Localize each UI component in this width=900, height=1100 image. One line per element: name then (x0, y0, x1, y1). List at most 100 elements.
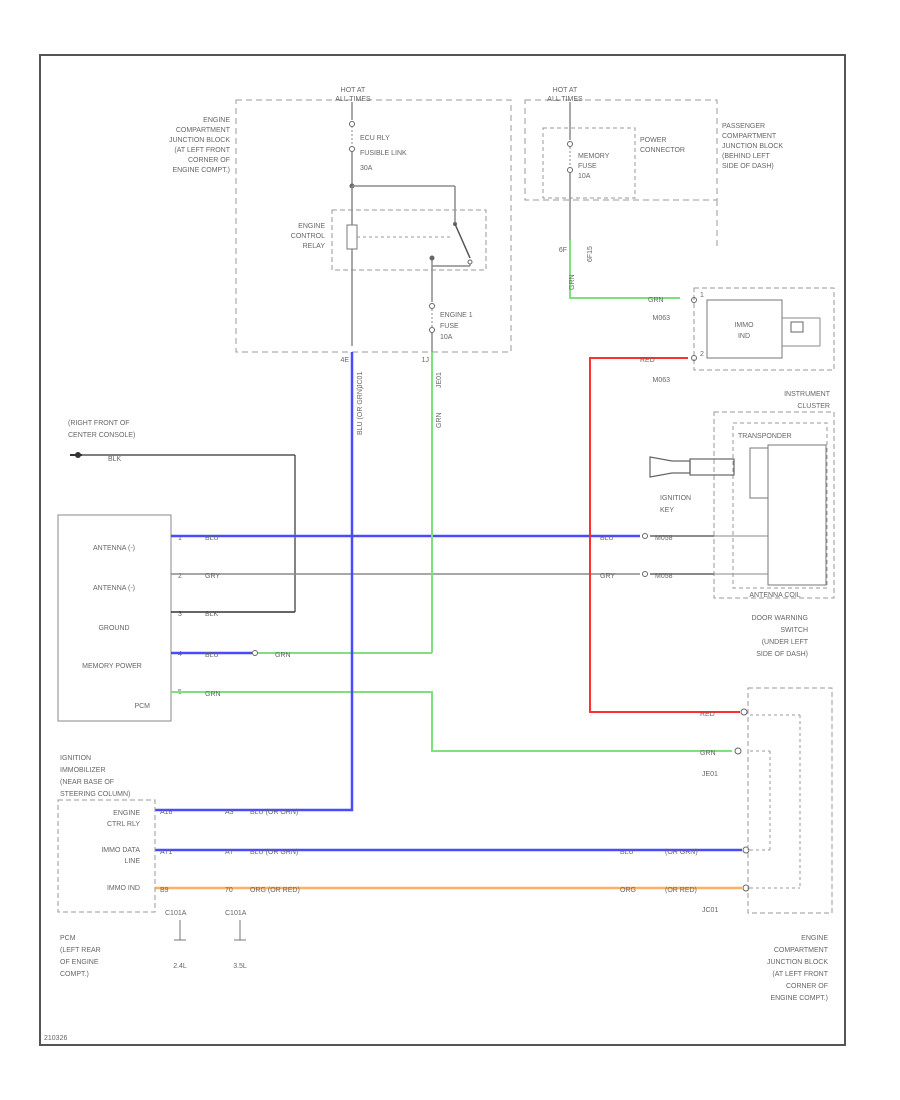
svg-text:C101A: C101A (165, 910, 187, 917)
immo-indicator: IMMO IND 1 2 M063 M063 (652, 287, 835, 384)
svg-text:ALL TIMES: ALL TIMES (547, 96, 583, 103)
svg-text:HOT AT: HOT AT (553, 87, 578, 94)
svg-text:(RIGHT FRONT OF: (RIGHT FRONT OF (68, 420, 130, 427)
svg-text:3.5L: 3.5L (233, 963, 247, 970)
svg-text:COMPARTMENT: COMPARTMENT (722, 133, 777, 140)
power-connector-box (542, 127, 636, 199)
svg-text:JC01: JC01 (702, 907, 718, 914)
svg-text:JUNCTION BLOCK: JUNCTION BLOCK (169, 137, 230, 144)
svg-text:(OR GRN): (OR GRN) (665, 849, 698, 856)
fuse-terminal-top (429, 303, 435, 309)
wire-immo-ind: RED RED (589, 357, 748, 718)
wire-immo-ind-pcm: ORG (OR RED) ORG (OR RED) (155, 884, 750, 894)
wire-immo-data: BLU (OR GRN) BLU (OR GRN) (155, 846, 750, 856)
svg-text:ENGINE: ENGINE (801, 935, 828, 942)
svg-text:JE01: JE01 (702, 771, 718, 778)
svg-text:ORG: ORG (620, 887, 636, 894)
svg-text:(NEAR BASE OF: (NEAR BASE OF (60, 779, 114, 786)
svg-text:FUSE: FUSE (440, 323, 459, 330)
svg-text:ENGINE: ENGINE (298, 223, 325, 230)
svg-text:BLU: BLU (620, 849, 634, 856)
svg-text:(BEHIND LEFT: (BEHIND LEFT (722, 153, 771, 160)
svg-text:M058: M058 (655, 535, 673, 542)
svg-text:JUNCTION BLOCK: JUNCTION BLOCK (767, 959, 828, 966)
svg-text:CORNER OF: CORNER OF (188, 157, 230, 164)
pcm: ENGINE CTRL RLY IMMO DATA LINE IMMO IND … (57, 799, 247, 978)
svg-text:CENTER CONSOLE): CENTER CONSOLE) (68, 432, 135, 439)
svg-text:RED: RED (700, 711, 715, 718)
svg-text:ORG (OR RED): ORG (OR RED) (250, 887, 300, 894)
svg-text:6F15: 6F15 (587, 246, 594, 262)
svg-text:ECU RLY: ECU RLY (360, 135, 390, 142)
svg-text:2: 2 (700, 351, 704, 358)
ignition-immobilizer: ANTENNA (-) ANTENNA (-) GROUND MEMORY PO… (57, 514, 182, 798)
svg-text:TRANSPONDER: TRANSPONDER (738, 433, 792, 440)
engine-junction-block-bottom: JE01 JC01 ENGINE COMPARTMENT JUNCTION BL… (702, 687, 833, 1002)
svg-text:PCM: PCM (134, 703, 150, 710)
svg-text:FUSIBLE LINK: FUSIBLE LINK (360, 150, 407, 157)
svg-text:GRY: GRY (205, 573, 220, 580)
svg-text:SIDE OF DASH): SIDE OF DASH) (722, 163, 774, 170)
svg-text:RED: RED (640, 357, 655, 364)
svg-text:10A: 10A (440, 334, 453, 341)
svg-text:BLK: BLK (108, 456, 122, 463)
svg-text:1: 1 (700, 292, 704, 299)
svg-text:10A: 10A (578, 173, 591, 180)
svg-text:LINE: LINE (124, 858, 140, 865)
svg-text:30A: 30A (360, 165, 373, 172)
svg-text:GRN: GRN (700, 750, 716, 757)
fusible-link-terminal-top (349, 121, 355, 127)
svg-text:POWER: POWER (640, 137, 666, 144)
fuse-terminal-bottom (429, 327, 435, 333)
svg-text:JE01: JE01 (436, 372, 443, 388)
svg-text:A3: A3 (225, 809, 234, 816)
svg-text:GROUND: GROUND (98, 625, 129, 632)
svg-text:BLU (OR GRN): BLU (OR GRN) (250, 849, 298, 856)
svg-text:ANTENNA COIL: ANTENNA COIL (749, 592, 800, 599)
svg-text:2.4L: 2.4L (173, 963, 187, 970)
svg-text:ENGINE 1: ENGINE 1 (440, 312, 473, 319)
diagram-frame (39, 54, 846, 1046)
svg-text:IGNITION: IGNITION (60, 755, 91, 762)
svg-text:MEMORY: MEMORY (578, 153, 610, 160)
passenger-junction-block: HOT AT ALL TIMES MEMORY FUSE 10A POWER C… (524, 87, 783, 262)
svg-text:BLU: BLU (205, 652, 219, 659)
svg-text:BLK: BLK (205, 611, 219, 618)
svg-text:B9: B9 (160, 887, 169, 894)
engine-control-relay (331, 209, 487, 271)
svg-text:JC01: JC01 (357, 372, 364, 388)
svg-text:COMPARTMENT: COMPARTMENT (774, 947, 829, 954)
svg-text:C101A: C101A (225, 910, 247, 917)
svg-text:PASSENGER: PASSENGER (722, 123, 765, 130)
svg-text:IGNITION: IGNITION (660, 495, 691, 502)
svg-text:MEMORY POWER: MEMORY POWER (82, 663, 142, 670)
svg-text:OF ENGINE: OF ENGINE (60, 959, 99, 966)
ignition-key-icon (649, 456, 691, 478)
svg-text:CONNECTOR: CONNECTOR (640, 147, 685, 154)
svg-text:BLU (OR ORN): BLU (OR ORN) (250, 809, 298, 816)
svg-text:BLU: BLU (600, 535, 614, 542)
svg-text:1: 1 (178, 535, 182, 542)
svg-text:4E: 4E (340, 357, 349, 364)
fusible-link-terminal-bottom (349, 146, 355, 152)
svg-text:ENGINE: ENGINE (203, 117, 230, 124)
svg-text:GRN: GRN (569, 274, 576, 290)
footer-code: 210326 (44, 1035, 67, 1042)
svg-text:INSTRUMENT: INSTRUMENT (784, 391, 831, 398)
wire-memory-fuse: GRN GRN (569, 240, 680, 304)
svg-text:6F: 6F (559, 247, 567, 254)
wire-pcm: GRN GRN (171, 691, 742, 757)
svg-text:KEY: KEY (660, 507, 674, 514)
svg-text:(OR RED): (OR RED) (665, 887, 697, 894)
svg-text:1J: 1J (422, 357, 429, 364)
svg-text:GRN: GRN (436, 412, 443, 428)
ground-point: (RIGHT FRONT OF CENTER CONSOLE) BLK (68, 420, 296, 612)
svg-text:GRN: GRN (648, 297, 664, 304)
svg-text:RELAY: RELAY (303, 243, 326, 250)
svg-text:M063: M063 (652, 377, 670, 384)
wire-antenna-2: GRY GRY M058 (171, 571, 714, 580)
svg-text:(AT LEFT FRONT: (AT LEFT FRONT (772, 971, 828, 978)
wire-engine-ctrl-rly: BLU (OR GRN) BLU (OR ORN) (155, 352, 364, 816)
svg-text:GRY: GRY (600, 573, 615, 580)
